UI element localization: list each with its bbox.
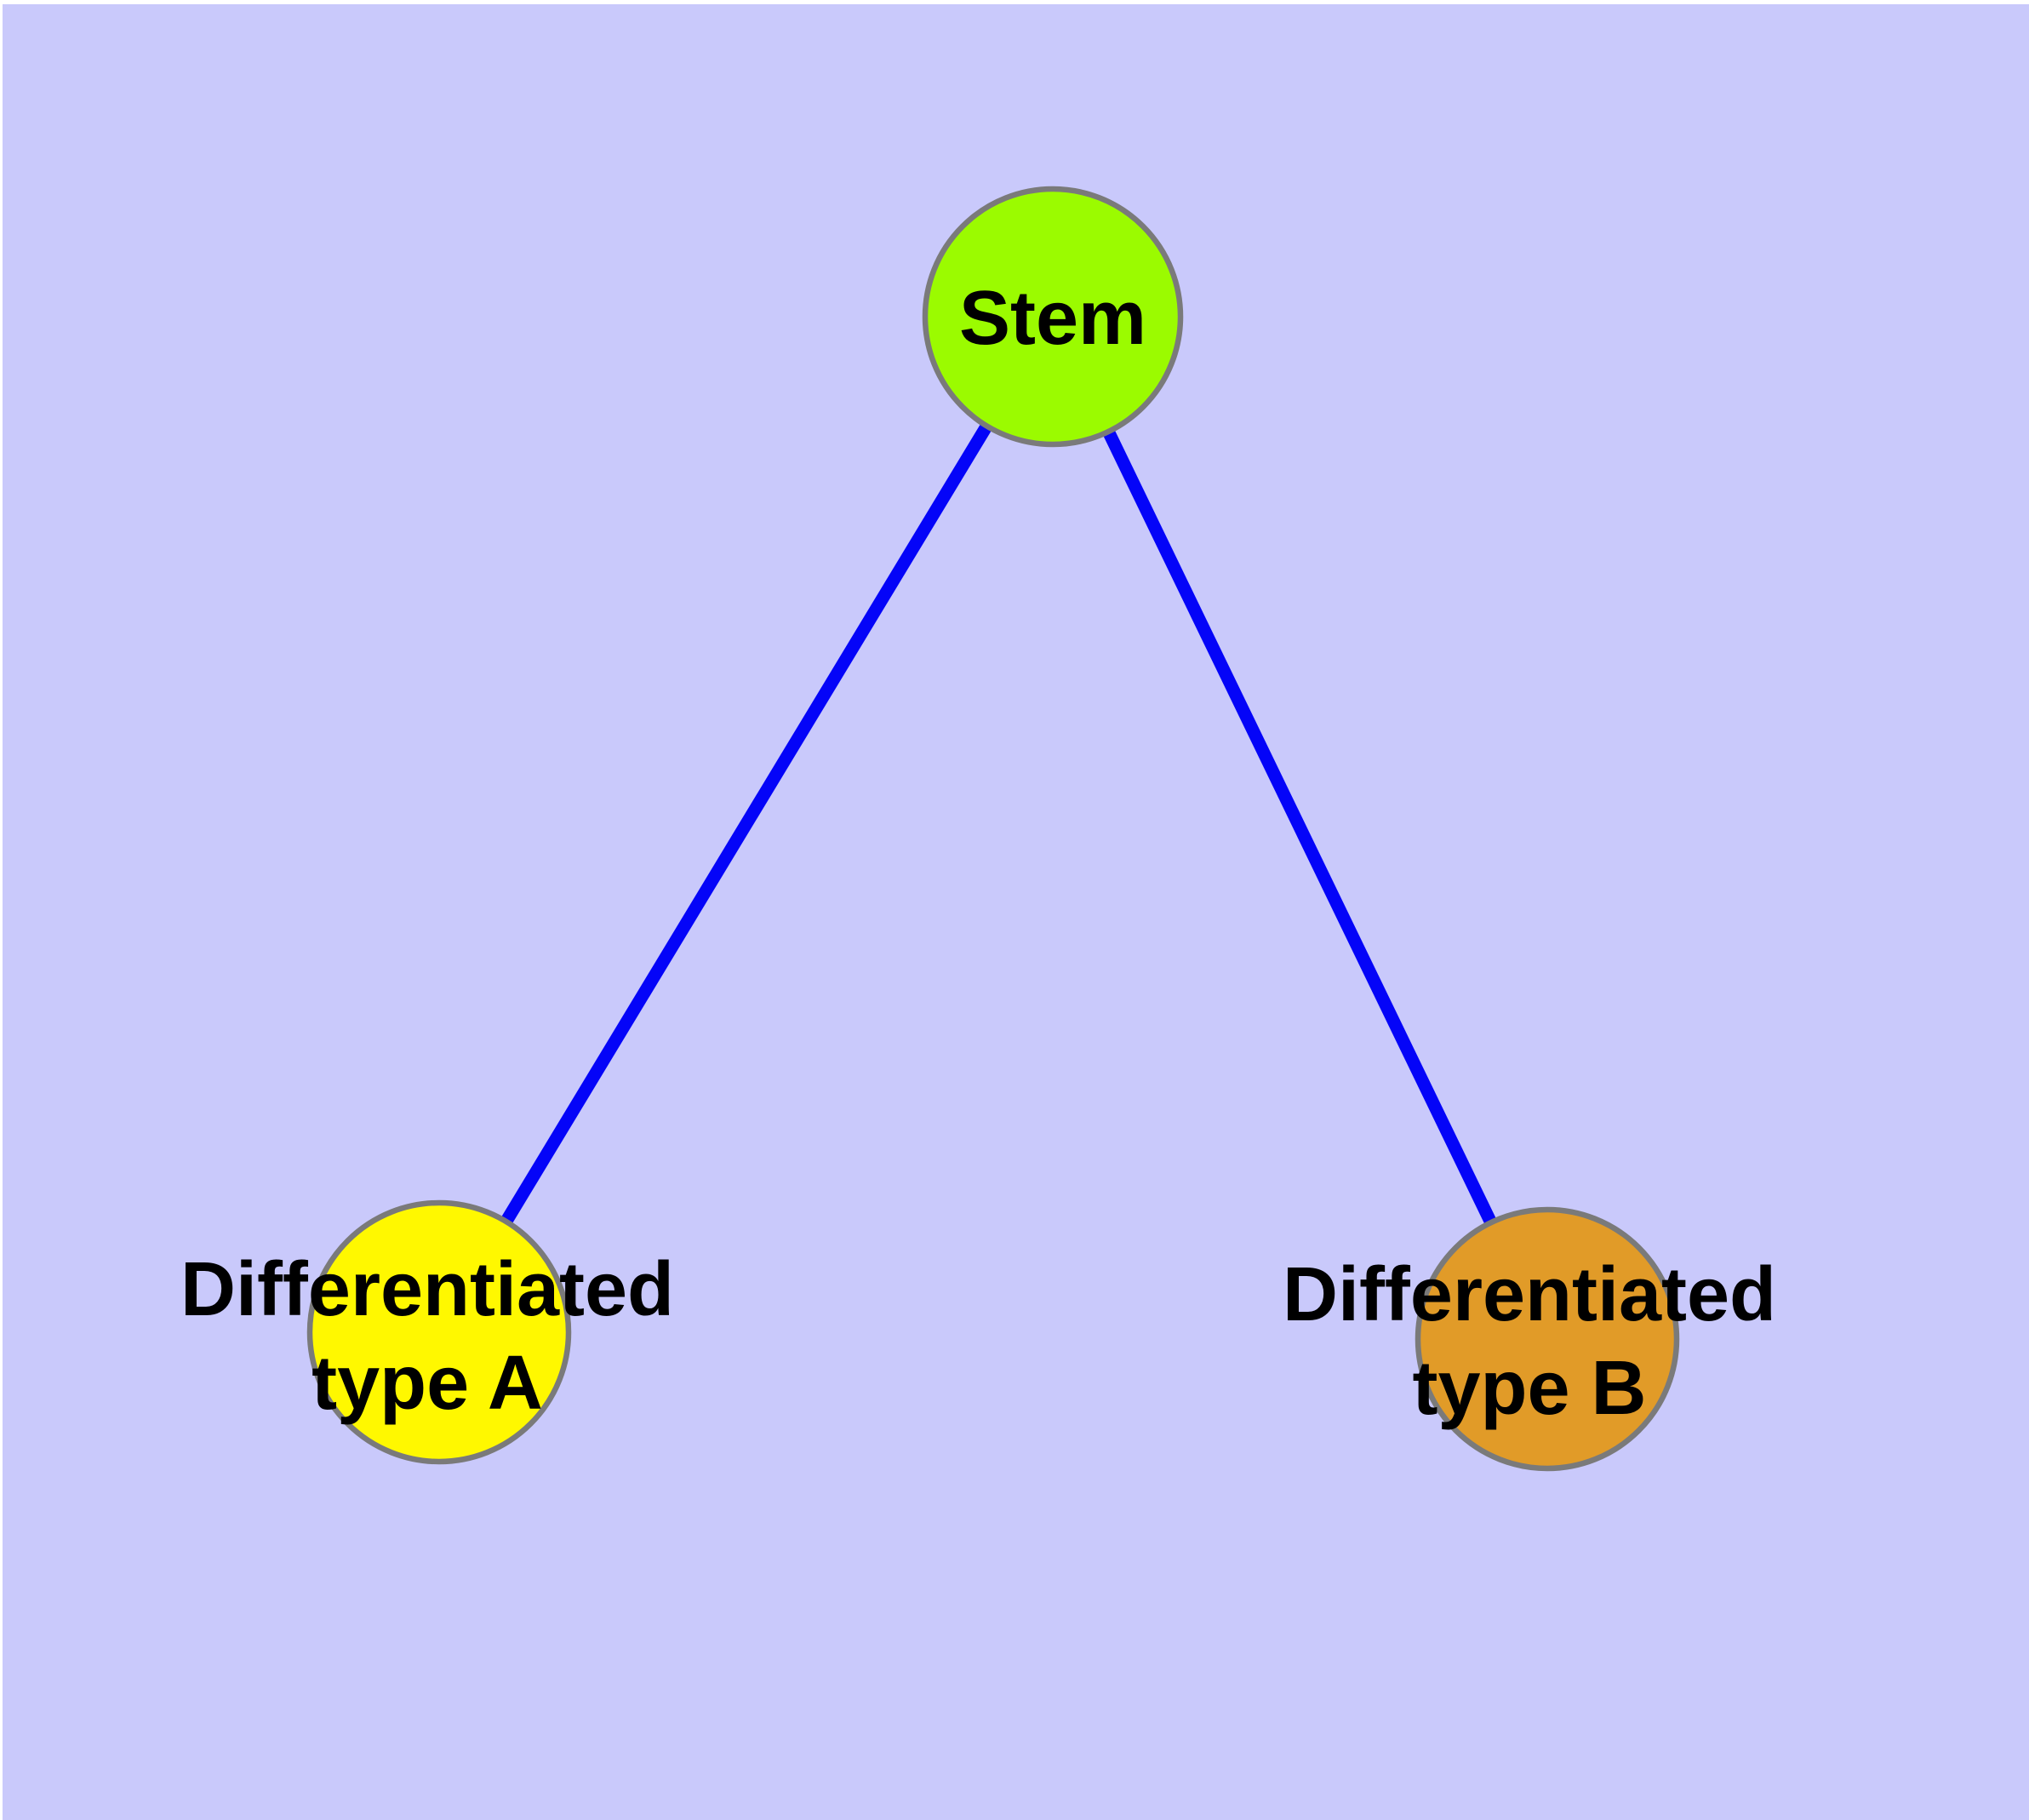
differentiated-type-b-label-line1: Differentiated (1283, 1252, 1776, 1337)
differentiated-type-a-label-line2: type A (311, 1341, 543, 1426)
differentiated-type-a-label-line1: Differentiated (180, 1247, 674, 1332)
edge-stem-to-type-a (433, 313, 1059, 1336)
differentiated-type-a-node (306, 1199, 572, 1465)
differentiated-type-b-node (1415, 1206, 1680, 1472)
stem-node-label: Stem (959, 276, 1146, 361)
differentiated-type-b-label-line2: type B (1412, 1346, 1646, 1431)
edge-stem-to-type-b (1047, 313, 1553, 1342)
stem-node (922, 186, 1184, 448)
